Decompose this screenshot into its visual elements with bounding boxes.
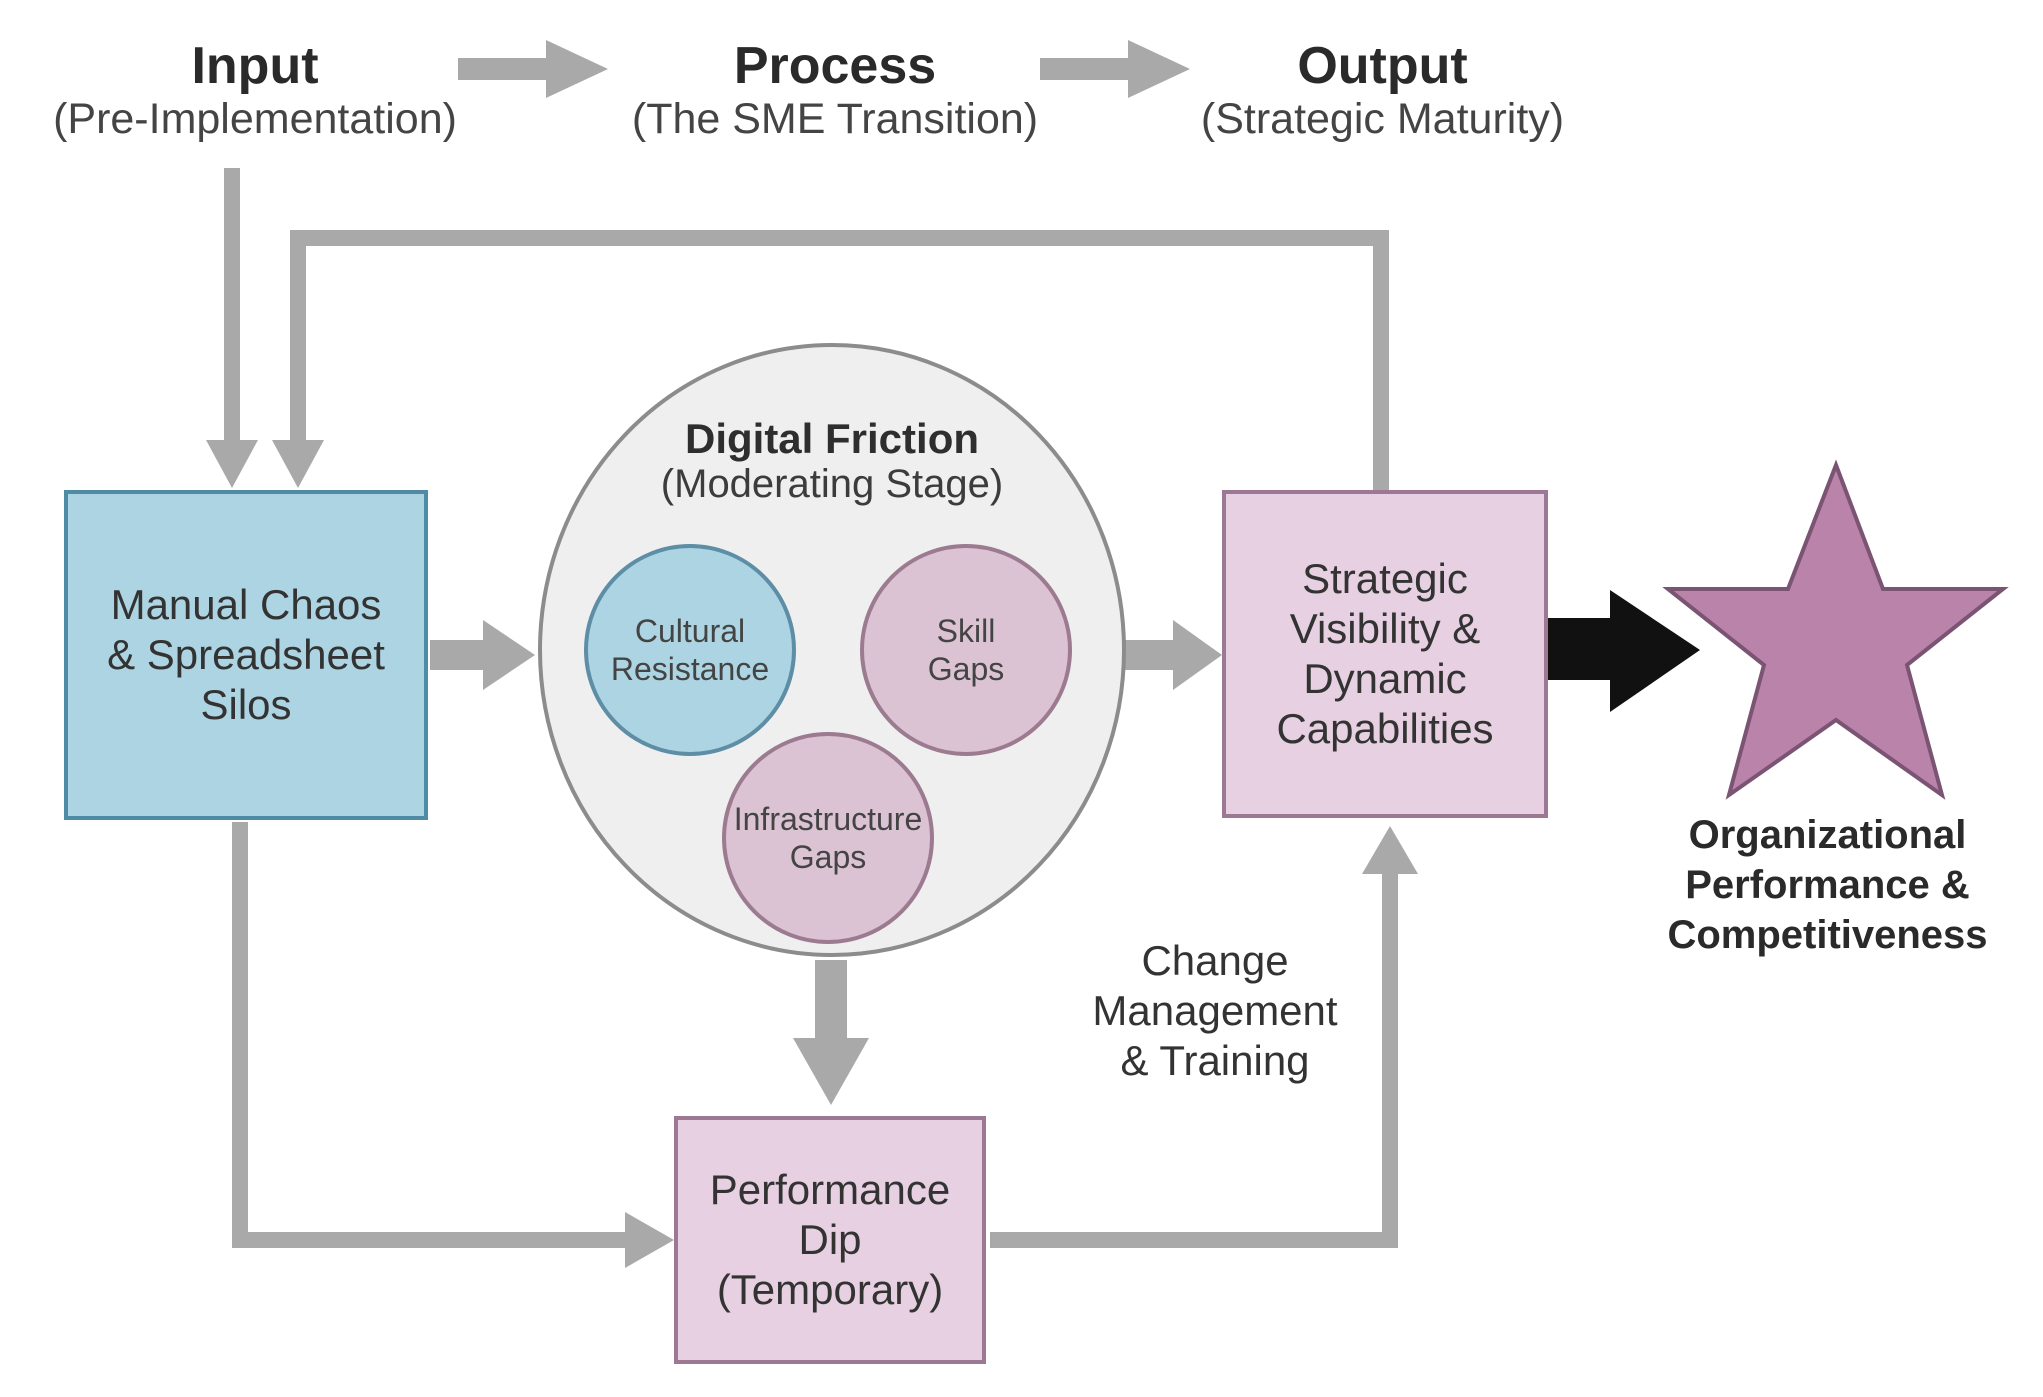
header-input: Input (Pre-Implementation) xyxy=(20,38,490,144)
infrastructure-gaps-label: Infrastructure Gaps xyxy=(733,801,923,875)
process-subtitle: (The SME Transition) xyxy=(631,95,1039,143)
digital-friction-subtitle: (Moderating Stage) xyxy=(660,462,1004,506)
arrow-friction-to-strategic-visibility xyxy=(1115,620,1222,690)
arrow-friction-to-performance-dip xyxy=(793,960,869,1105)
header-output: Output (Strategic Maturity) xyxy=(1160,38,1605,144)
performance-dip-label: Performance Dip (Temporary) xyxy=(709,1166,951,1313)
arrow-input-to-manual-chaos xyxy=(206,168,258,488)
output-subtitle: (Strategic Maturity) xyxy=(1200,95,1565,143)
header-process: Process (The SME Transition) xyxy=(600,38,1070,144)
strategic-visibility-label: Strategic Visibility & Dynamic Capabilit… xyxy=(1276,555,1494,752)
input-title: Input xyxy=(191,37,319,95)
outcome-star-icon xyxy=(1662,459,2009,800)
arrow-to-outcome xyxy=(1548,590,1700,712)
feedback-loop-arrow xyxy=(272,230,1389,490)
outcome-label: Organizational Performance & Competitive… xyxy=(1667,813,1988,957)
digital-friction-ellipse xyxy=(538,343,1126,957)
skill-gaps-label: Skill Gaps xyxy=(927,613,1005,687)
input-subtitle: (Pre-Implementation) xyxy=(53,95,457,143)
strategic-visibility-box: Strategic Visibility & Dynamic Capabilit… xyxy=(1222,490,1548,818)
arrow-performance-dip-to-strategic-visibility xyxy=(990,826,1418,1248)
header-arrow-process-output xyxy=(1040,40,1190,98)
digital-friction-title: Digital Friction xyxy=(685,415,979,462)
cultural-resistance-circle xyxy=(584,544,796,756)
manual-chaos-box: Manual Chaos & Spreadsheet Silos xyxy=(64,490,428,820)
arrow-manual-chaos-to-performance-dip xyxy=(232,822,674,1268)
arrow-manual-chaos-to-friction xyxy=(430,620,535,690)
cultural-resistance-label: Cultural Resistance xyxy=(610,613,770,687)
infrastructure-gaps-circle xyxy=(722,732,934,944)
change-management-label: Change Management & Training xyxy=(1092,937,1338,1084)
performance-dip-box: Performance Dip (Temporary) xyxy=(674,1116,986,1364)
header-arrow-input-process xyxy=(458,40,608,98)
digital-friction-header: Digital Friction (Moderating Stage) xyxy=(600,415,1064,507)
output-title: Output xyxy=(1297,37,1468,95)
manual-chaos-label: Manual Chaos & Spreadsheet Silos xyxy=(107,581,385,728)
skill-gaps-circle xyxy=(860,544,1072,756)
process-title: Process xyxy=(733,37,937,95)
